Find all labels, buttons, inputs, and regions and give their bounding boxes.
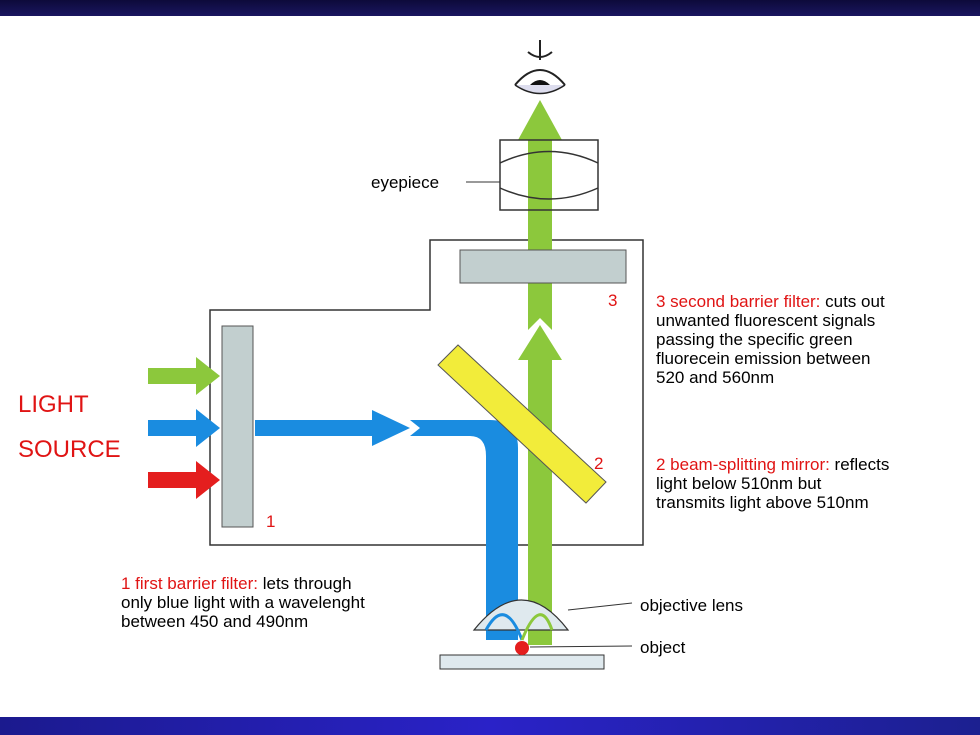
red-input-arrow — [148, 461, 220, 499]
marker-1: 1 — [266, 512, 276, 531]
top-title-bar — [0, 0, 980, 16]
eyepiece-body — [499, 139, 599, 211]
object-dot — [515, 641, 529, 655]
green-beam-lower — [518, 325, 562, 645]
green-beam-upper-arrow — [518, 100, 562, 330]
marker-2: 2 — [594, 454, 604, 473]
filter1-note: 1 first barrier filter: lets through onl… — [121, 574, 365, 631]
blue-input-arrow — [148, 409, 220, 447]
bottom-footer-bar — [0, 717, 980, 735]
mirror2-note-title: 2 beam-splitting mirror: — [656, 455, 830, 474]
objective-lens — [472, 599, 570, 631]
marker-3: 3 — [608, 291, 618, 310]
object-label: object — [640, 638, 686, 657]
filter1-note-title: 1 first barrier filter: — [121, 574, 258, 593]
object-slide — [439, 654, 605, 670]
second-barrier-filter — [459, 249, 627, 284]
eye-icon — [514, 40, 566, 95]
filter3-note-title: 3 second barrier filter: — [656, 292, 821, 311]
green-input-arrow — [148, 357, 220, 395]
eyepiece-label: eyepiece — [371, 173, 440, 192]
beam-splitting-mirror — [437, 344, 607, 504]
microscope-housing — [209, 239, 644, 546]
blue-beam-arrow-1 — [255, 410, 410, 446]
blue-beam-to-object — [410, 420, 518, 640]
corner-logo — [848, 705, 968, 725]
filter3-note: 3 second barrier filter: cuts out unwant… — [656, 292, 885, 387]
first-barrier-filter — [221, 325, 254, 528]
mirror2-note: 2 beam-splitting mirror: reflects light … — [656, 455, 890, 512]
objective-lens-label: objective lens — [640, 596, 744, 615]
light-label: LIGHT — [18, 391, 89, 418]
source-label: SOURCE — [18, 436, 121, 463]
